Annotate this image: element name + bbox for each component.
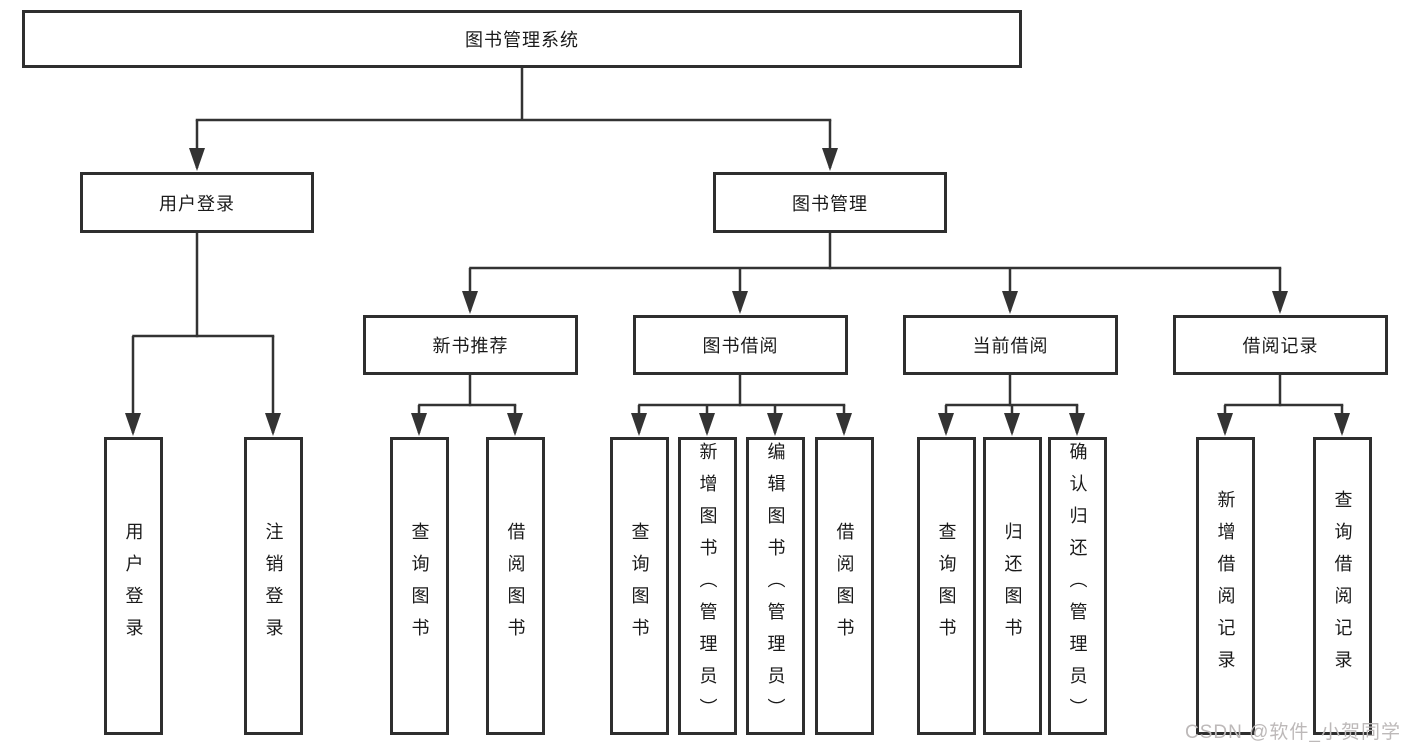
leaf-user-login: 用户登录 (104, 437, 163, 735)
leaf-borrow-books: 借阅图书 (815, 437, 874, 735)
leaf-query-books-recommend: 查询图书 (390, 437, 449, 735)
node-label: 查询图书 (936, 522, 957, 650)
node-label: 图书管理 (792, 193, 868, 214)
node-label: 编辑图书（管理员） (765, 442, 786, 730)
node-label: 图书管理系统 (465, 30, 579, 50)
node-borrow-record: 借阅记录 (1173, 315, 1388, 375)
node-label: 借阅图书 (834, 522, 855, 650)
csdn-watermark: CSDN @软件_小贺同学 (1185, 722, 1401, 743)
node-current-borrow: 当前借阅 (903, 315, 1118, 375)
arrowheads (125, 148, 1350, 436)
node-label: 当前借阅 (972, 336, 1049, 356)
leaf-add-borrow-record: 新增借阅记录 (1196, 437, 1255, 735)
node-label: 注销登录 (263, 522, 284, 650)
node-user-login-branch: 用户登录 (80, 172, 314, 233)
node-label: 用户登录 (123, 522, 144, 650)
node-book-management-branch: 图书管理 (713, 172, 947, 233)
node-label: 借阅图书 (505, 522, 526, 650)
leaf-query-books-current: 查询图书 (917, 437, 976, 735)
node-label: 借阅记录 (1242, 336, 1319, 356)
leaf-query-borrow-record: 查询借阅记录 (1313, 437, 1372, 735)
node-label: 确认归还（管理员） (1067, 442, 1088, 730)
node-label: 查询借阅记录 (1332, 490, 1353, 682)
leaf-confirm-return-admin: 确认归还（管理员） (1048, 437, 1107, 735)
node-label: 新书推荐 (432, 336, 509, 356)
node-label: 归还图书 (1002, 522, 1023, 650)
node-label: 新增借阅记录 (1215, 490, 1236, 682)
leaf-logout: 注销登录 (244, 437, 303, 735)
leaf-borrow-books-recommend: 借阅图书 (486, 437, 545, 735)
node-library-management-system: 图书管理系统 (22, 10, 1022, 68)
leaf-query-books-borrow: 查询图书 (610, 437, 669, 735)
node-label: 新增图书（管理员） (697, 442, 718, 730)
node-book-borrow: 图书借阅 (633, 315, 848, 375)
leaf-edit-books-admin: 编辑图书（管理员） (746, 437, 805, 735)
node-new-book-recommend: 新书推荐 (363, 315, 578, 375)
leaf-return-books: 归还图书 (983, 437, 1042, 735)
node-label: 查询图书 (409, 522, 430, 650)
node-label: 用户登录 (159, 193, 235, 214)
leaf-add-books-admin: 新增图书（管理员） (678, 437, 737, 735)
node-label: 查询图书 (629, 522, 650, 650)
node-label: 图书借阅 (702, 336, 779, 356)
